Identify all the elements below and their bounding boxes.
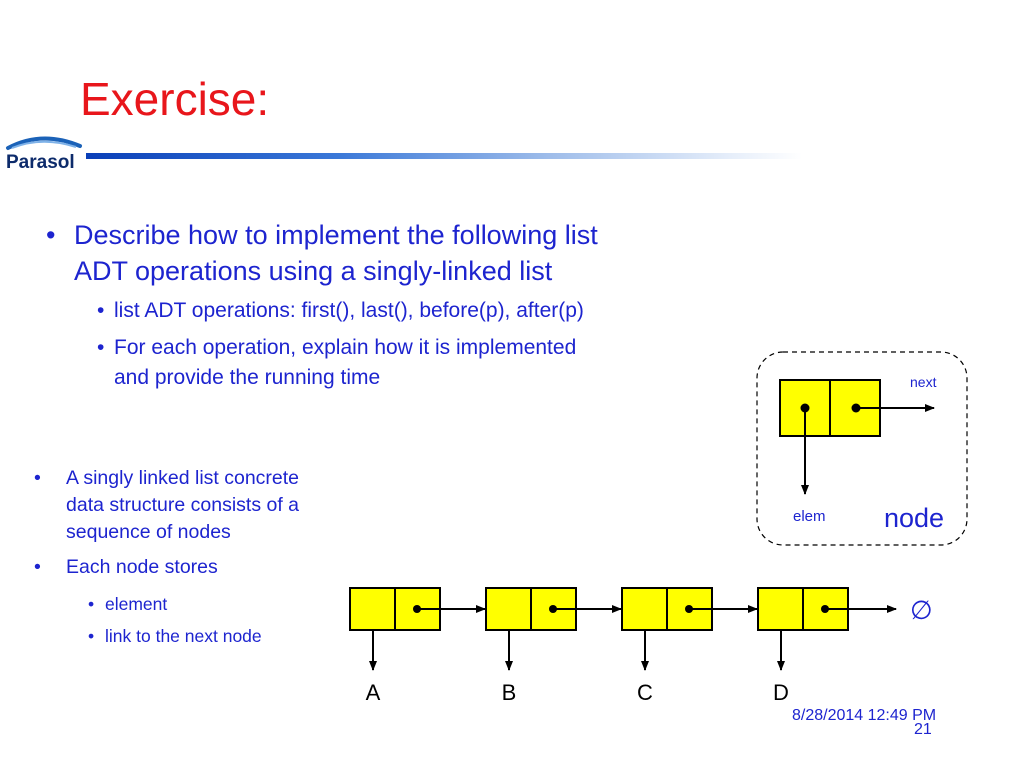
node-legend: next elem node (756, 351, 968, 546)
bullet-dot: • (88, 594, 95, 614)
list-node-elem-cell (485, 587, 532, 631)
main-bullet-text: Describe how to implement the following … (74, 220, 598, 250)
footer-page-number: 21 (914, 721, 932, 738)
lower-bullet-text: data structure consists of a (66, 494, 300, 516)
null-terminator-symbol: ∅ (910, 596, 933, 626)
bullet-dot: • (34, 556, 41, 578)
main-bullet-line: ADT operations using a singly-linked lis… (46, 253, 598, 289)
lower-sub-bullet: • element (88, 592, 262, 617)
legend-next-label: next (910, 374, 937, 390)
sub-bullet: • For each operation, explain how it is … (97, 333, 584, 393)
lower-sub-bullet-list: • element • link to the next node (88, 592, 262, 656)
legend-node-label: node (884, 503, 944, 533)
sub-bullet-text: and provide the running time (114, 366, 381, 389)
list-node-elem-cell (349, 587, 396, 631)
legend-elem-label: elem (793, 508, 826, 525)
list-node-element-label: A (366, 680, 381, 705)
bullet-dot: • (34, 467, 41, 489)
list-node-element-label: C (637, 680, 653, 705)
linked-list-chain: A B C D ∅ (349, 587, 933, 705)
lower-bullet-text: A singly linked list concrete (66, 467, 300, 489)
title-divider (86, 153, 802, 159)
bullet-dot: • (46, 220, 56, 250)
lower-bullet: • A singly linked list concrete data str… (34, 465, 299, 546)
footer-date: 8/28/2014 12:49 PM (792, 707, 937, 724)
lower-bullet-list: • A singly linked list concrete data str… (34, 465, 299, 589)
main-bullet-line: • Describe how to implement the followin… (46, 217, 598, 253)
slide-title: Exercise: (80, 73, 270, 125)
logo-text: Parasol (6, 152, 75, 173)
lower-sub-bullet: • link to the next node (88, 624, 262, 649)
lower-bullet: • Each node stores (34, 554, 299, 581)
lower-bullet-text: sequence of nodes (66, 521, 231, 543)
list-node-element-label: B (502, 680, 517, 705)
parasol-logo: Parasol (6, 136, 82, 173)
bullet-dot: • (97, 299, 105, 322)
sub-bullet-text: For each operation, explain how it is im… (114, 336, 577, 359)
legend-dashed-border (756, 351, 968, 546)
main-bullet-text: ADT operations using a singly-linked lis… (74, 256, 553, 286)
sub-bullet: • list ADT operations: first(), last(), … (97, 296, 584, 326)
list-node-elem-cell (757, 587, 804, 631)
list-node-elem-cell (621, 587, 668, 631)
lower-bullet-text: Each node stores (66, 556, 218, 578)
lower-sub-bullet-text: link to the next node (105, 626, 262, 646)
lower-sub-bullet-text: element (105, 594, 168, 614)
main-bullet: • Describe how to implement the followin… (46, 217, 598, 289)
bullet-dot: • (97, 336, 105, 359)
sub-bullet-text: list ADT operations: first(), last(), be… (114, 299, 584, 322)
sub-bullet-list: • list ADT operations: first(), last(), … (97, 296, 584, 400)
bullet-dot: • (88, 626, 95, 646)
list-node-element-label: D (773, 680, 789, 705)
